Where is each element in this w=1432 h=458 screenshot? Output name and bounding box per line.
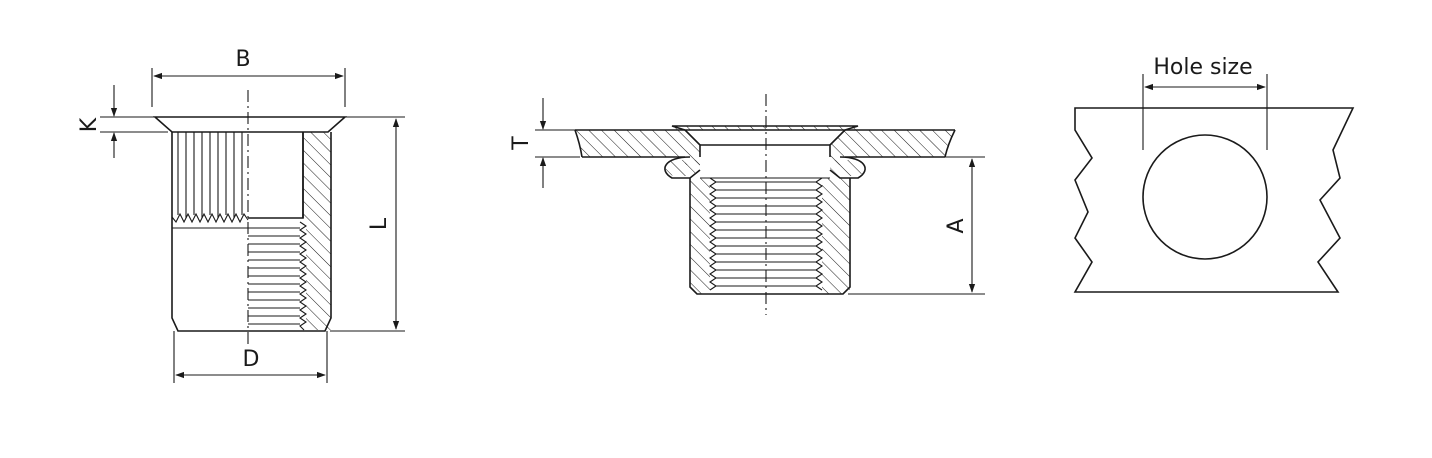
label-k: K — [77, 117, 102, 132]
label-l: L — [367, 217, 392, 230]
rivet-nut-side-view: B K L D — [77, 47, 405, 383]
dimension-l: L — [330, 116, 405, 332]
thread-section — [248, 218, 331, 331]
hole-size-view: Hole size — [1073, 55, 1355, 293]
dimension-b: B — [151, 47, 346, 107]
dimension-k: K — [77, 85, 168, 158]
label-t: T — [509, 136, 534, 151]
hole-circle — [1142, 134, 1268, 260]
label-d: D — [243, 347, 260, 372]
plate-outline — [1073, 107, 1355, 293]
label-hole-size: Hole size — [1153, 55, 1252, 80]
sheet-panel — [574, 129, 956, 158]
dimension-d: D — [173, 331, 328, 383]
knurl-lines — [171, 132, 249, 229]
label-a: A — [944, 218, 969, 233]
dimension-t: T — [509, 98, 580, 188]
installed-section-view: T A — [509, 94, 985, 315]
label-b: B — [235, 47, 250, 72]
dimension-a: A — [848, 156, 985, 295]
